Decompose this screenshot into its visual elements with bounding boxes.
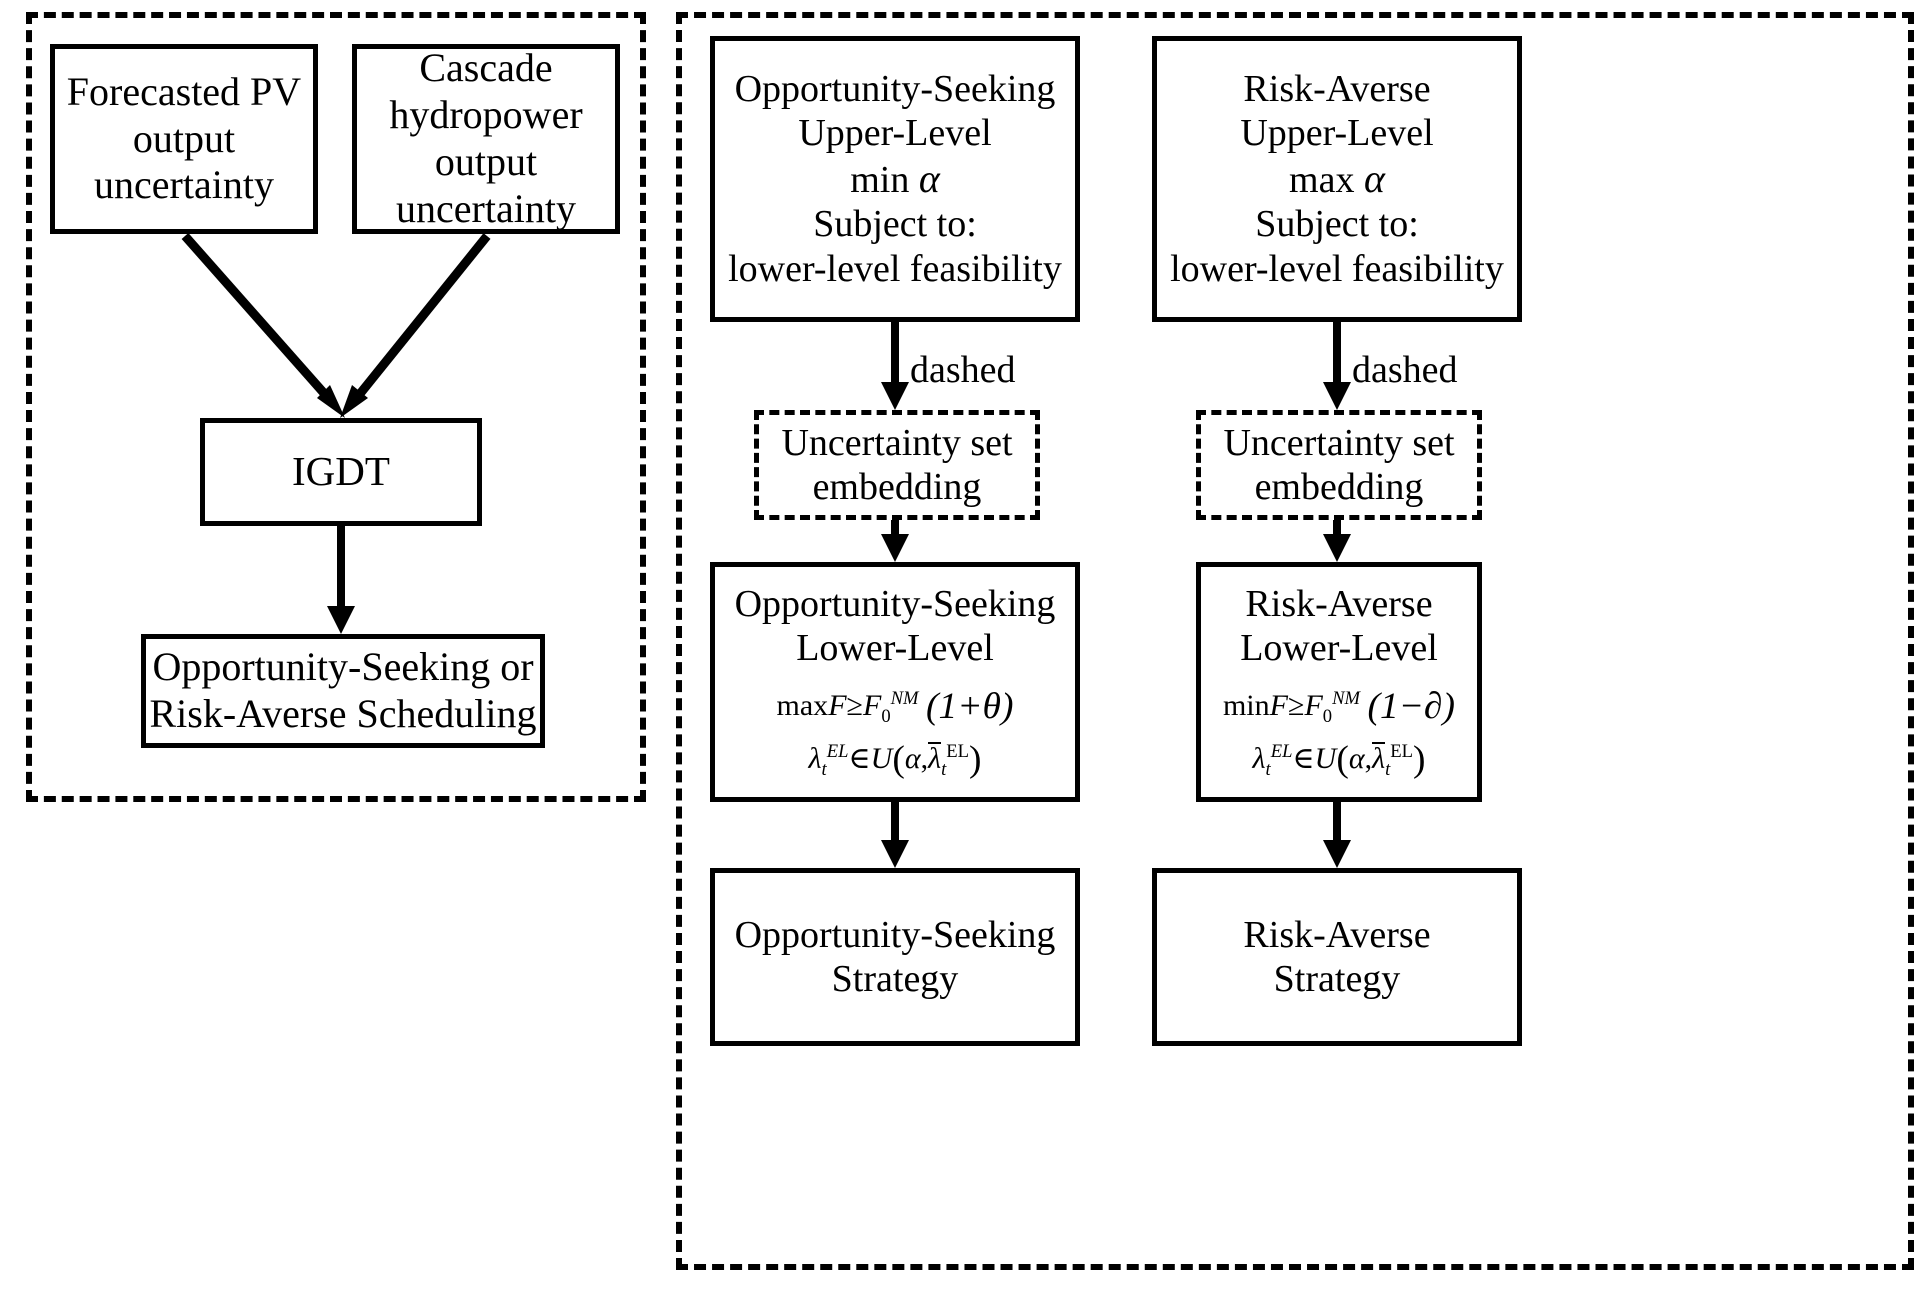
box-pv-uncertainty[interactable]: Forecasted PV output uncertainty xyxy=(50,44,318,234)
risk-uncertainty-line-2: embedding xyxy=(1254,466,1424,508)
box-scheduling-line-2: Risk-Averse Scheduling xyxy=(149,691,537,736)
box-pv-uncertainty-line-2: output xyxy=(132,115,236,161)
opportunity-subject-text: lower-level feasibility xyxy=(728,247,1062,290)
opportunity-eq2-arg1: α xyxy=(904,742,921,776)
box-scheduling[interactable]: Opportunity-Seeking or Risk-Averse Sched… xyxy=(141,634,545,748)
opportunity-lower-title-1: Opportunity-Seeking xyxy=(734,582,1056,625)
risk-eq2-relation: ∈ xyxy=(1292,742,1315,776)
box-opportunity-lower-level[interactable]: Opportunity-Seeking Lower-Level maxF≥F0N… xyxy=(710,562,1080,802)
box-scheduling-line-1: Opportunity-Seeking or xyxy=(152,644,534,690)
risk-upper-title-1: Risk-Averse xyxy=(1243,67,1431,110)
box-igdt[interactable]: IGDT xyxy=(200,418,482,526)
risk-uncertainty-line-1: Uncertainty set xyxy=(1223,421,1455,464)
risk-upper-objective: max α xyxy=(1289,156,1385,203)
opportunity-lower-title-2: Lower-Level xyxy=(796,627,994,670)
box-opportunity-upper-level[interactable]: Opportunity-Seeking Upper-Level min α Su… xyxy=(710,36,1080,322)
right-panel xyxy=(676,12,1914,1270)
opportunity-strategy-line-1: Opportunity-Seeking xyxy=(734,913,1056,956)
box-pv-uncertainty-line-1: Forecasted PV xyxy=(66,68,302,114)
opportunity-eq1-factor: (1+θ) xyxy=(926,685,1014,727)
opportunity-eq1-rhs-sub: 0 xyxy=(881,705,891,727)
risk-eq1-rhs-base: F xyxy=(1304,688,1323,722)
risk-eq2-arg2-base: λ xyxy=(1372,742,1386,776)
risk-subject-text: lower-level feasibility xyxy=(1170,247,1504,290)
risk-eq1-rhs-sub: 0 xyxy=(1322,705,1333,727)
edge-label-opportunity-dashed: dashed xyxy=(910,349,1016,391)
risk-equation-2: λtEL∈U(α,λtEL) xyxy=(1252,739,1426,781)
box-hydro-uncertainty-line-3: output xyxy=(434,139,538,184)
risk-eq1-func: F xyxy=(1269,688,1288,722)
opportunity-uncertainty-line-2: embedding xyxy=(812,466,982,508)
opportunity-eq1-rhs-sup: NM xyxy=(890,687,919,709)
risk-eq2-arg2-sup: EL xyxy=(1390,741,1413,763)
opportunity-eq1-rhs-base: F xyxy=(862,688,882,722)
box-hydro-uncertainty[interactable]: Cascade hydropower output uncertainty xyxy=(352,44,620,234)
opportunity-eq1-relation: ≥ xyxy=(846,688,863,722)
risk-objective-var: α xyxy=(1363,155,1385,201)
opportunity-eq2-arg2-sup: EL xyxy=(946,741,969,763)
box-igdt-label: IGDT xyxy=(292,448,390,495)
risk-lower-title-2: Lower-Level xyxy=(1240,627,1438,670)
box-hydro-uncertainty-line-1: Cascade xyxy=(419,45,553,91)
opportunity-eq2-arg2-base: λ xyxy=(928,742,942,776)
opportunity-eq2-relation: ∈ xyxy=(848,742,871,776)
risk-eq1-op: min xyxy=(1222,688,1270,722)
opportunity-equation-1: maxF≥F0NM (1+θ) xyxy=(777,685,1014,729)
opportunity-eq1-op: max xyxy=(776,688,829,722)
opportunity-eq2-lhs-base: λ xyxy=(808,742,822,776)
opportunity-eq2-lhs-sub: t xyxy=(821,759,827,781)
risk-eq2-lhs-sub: t xyxy=(1265,759,1271,781)
edge-label-risk-dashed: dashed xyxy=(1352,349,1458,391)
risk-strategy-line-1: Risk-Averse xyxy=(1243,913,1431,956)
opportunity-eq2-set-name: U xyxy=(870,742,893,776)
box-risk-strategy[interactable]: Risk-Averse Strategy xyxy=(1152,868,1522,1046)
risk-subject-label: Subject to: xyxy=(1255,203,1419,246)
risk-eq2-set-name: U xyxy=(1314,742,1337,776)
opportunity-eq2-lhs-sup: EL xyxy=(826,741,849,763)
opportunity-equation-2: λtEL∈U(α,λtEL) xyxy=(808,739,982,781)
box-risk-lower-level[interactable]: Risk-Averse Lower-Level minF≥F0NM (1−∂) … xyxy=(1196,562,1482,802)
risk-eq1-relation: ≥ xyxy=(1287,688,1305,722)
opportunity-uncertainty-line-1: Uncertainty set xyxy=(781,421,1013,464)
left-panel xyxy=(26,12,646,802)
opportunity-eq2-arg2-sub: t xyxy=(941,759,947,781)
opportunity-subject-label: Subject to: xyxy=(813,203,977,246)
opportunity-objective-var: α xyxy=(918,155,940,201)
risk-eq2-lhs-base: λ xyxy=(1252,742,1266,776)
risk-eq1-factor: (1−∂) xyxy=(1367,685,1456,727)
opportunity-eq1-func: F xyxy=(828,688,847,722)
opportunity-strategy-line-2: Strategy xyxy=(831,958,959,1000)
box-pv-uncertainty-line-3: uncertainty xyxy=(94,162,274,208)
risk-lower-title-1: Risk-Averse xyxy=(1245,582,1433,625)
opportunity-upper-title-1: Opportunity-Seeking xyxy=(734,67,1056,110)
box-risk-uncertainty-set[interactable]: Uncertainty set embedding xyxy=(1196,410,1482,520)
risk-eq2-arg1: α xyxy=(1348,742,1365,776)
risk-eq1-rhs-sup: NM xyxy=(1332,687,1360,709)
risk-upper-title-2: Upper-Level xyxy=(1240,112,1434,155)
risk-strategy-line-2: Strategy xyxy=(1273,958,1401,1000)
box-hydro-uncertainty-line-4: uncertainty xyxy=(396,185,576,231)
risk-eq2-lhs-sup: EL xyxy=(1270,741,1293,763)
box-risk-upper-level[interactable]: Risk-Averse Upper-Level max α Subject to… xyxy=(1152,36,1522,322)
opportunity-upper-objective: min α xyxy=(850,156,940,203)
risk-objective-op: max xyxy=(1289,158,1355,201)
risk-eq2-arg2-sub: t xyxy=(1385,759,1391,781)
box-hydro-uncertainty-line-2: hydropower xyxy=(389,92,583,138)
opportunity-objective-op: min xyxy=(850,158,910,201)
box-opportunity-uncertainty-set[interactable]: Uncertainty set embedding xyxy=(754,410,1040,520)
box-opportunity-strategy[interactable]: Opportunity-Seeking Strategy xyxy=(710,868,1080,1046)
opportunity-upper-title-2: Upper-Level xyxy=(798,112,992,155)
risk-equation-1: minF≥F0NM (1−∂) xyxy=(1223,685,1455,729)
